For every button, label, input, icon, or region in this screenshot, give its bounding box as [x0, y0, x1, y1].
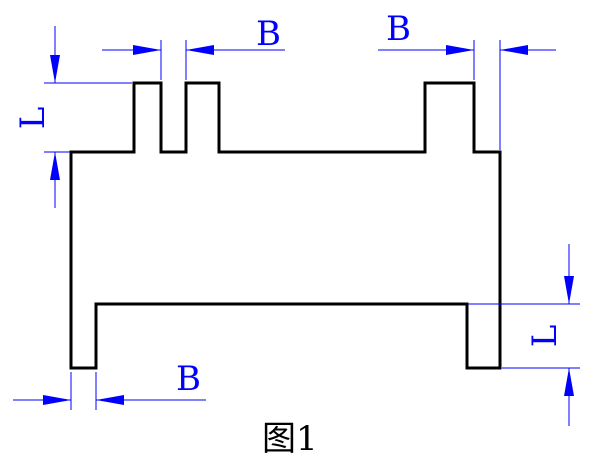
figure-caption: 图1 [262, 419, 318, 456]
top-right-b-label: B [386, 9, 411, 49]
bottom-left-b-dimension: B [13, 359, 206, 410]
arrowhead-right [43, 395, 71, 405]
bottom-right-l-label: L [525, 325, 565, 348]
top-left-b-label: B [256, 14, 281, 54]
top-l-dimension: L [13, 26, 132, 208]
arrowhead-up [50, 152, 60, 180]
arrowhead-up [564, 368, 574, 396]
arrowhead-left [500, 45, 528, 55]
arrowhead-right [446, 45, 474, 55]
top-right-b-dimension: B [378, 9, 556, 150]
top-left-b-dimension: B [102, 14, 285, 80]
bottom-right-l-dimension: L [468, 244, 580, 426]
arrowhead-left [186, 45, 214, 55]
arrowhead-down [50, 55, 60, 83]
arrowhead-down [564, 276, 574, 304]
top-l-label: L [13, 107, 53, 130]
part-outline [69, 81, 502, 370]
bottom-left-b-label: B [176, 359, 201, 399]
arrowhead-left [96, 395, 124, 405]
arrowhead-right [133, 45, 161, 55]
